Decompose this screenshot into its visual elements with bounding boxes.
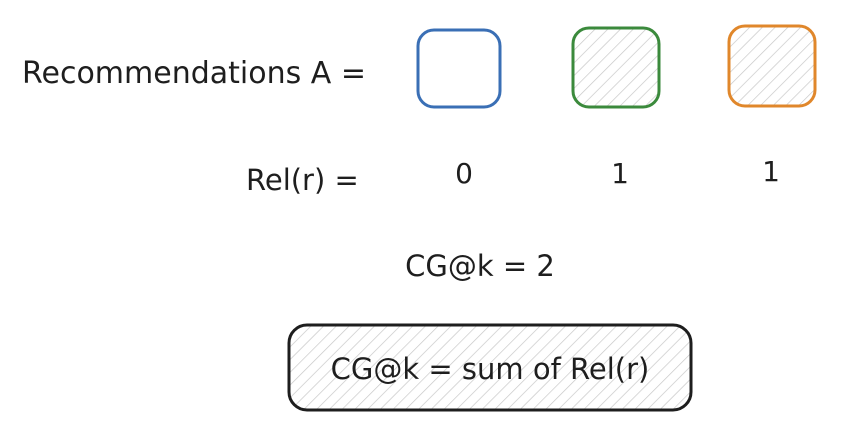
formula-box-frame	[287, 323, 693, 412]
item-box-1	[416, 28, 502, 109]
item-box-2	[571, 26, 661, 109]
cg-result: CG@k = 2	[405, 249, 555, 283]
formula-text: CG@k = sum of Rel(r)	[331, 352, 650, 386]
rel-value-2: 1	[611, 157, 629, 190]
rel-value-1: 0	[455, 157, 473, 190]
recommendations-label: Recommendations A =	[22, 56, 366, 91]
recommendation-item-2	[571, 26, 661, 109]
rel-value-3: 1	[762, 155, 780, 188]
recommendation-item-1	[416, 28, 502, 109]
rel-label: Rel(r) =	[246, 163, 359, 197]
recommendation-item-3	[727, 24, 817, 108]
formula-box: CG@k = sum of Rel(r)	[287, 323, 693, 412]
item-box-3	[727, 24, 817, 108]
